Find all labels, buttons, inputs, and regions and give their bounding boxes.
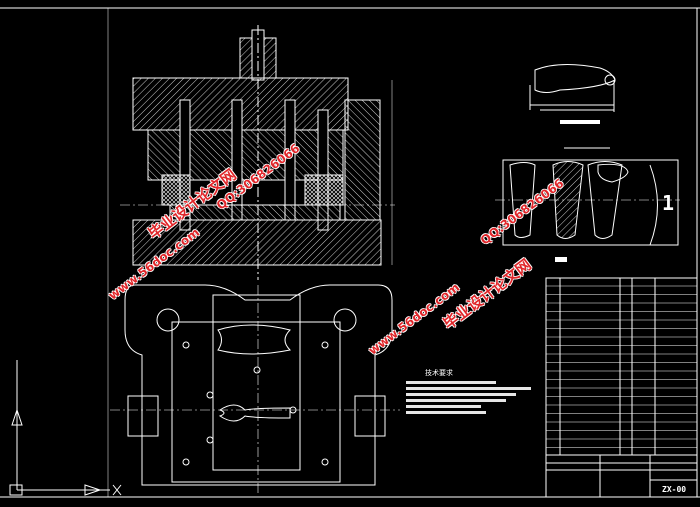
part-drawing	[529, 63, 616, 124]
tech-requirements: 技术要求	[406, 368, 531, 414]
drawing-number: ZX-00	[662, 485, 686, 494]
ucs-icon	[9, 360, 122, 496]
bom-rows	[546, 285, 697, 448]
strip-scale-mark: 1	[662, 191, 674, 215]
tech-requirements-title: 技术要求	[425, 368, 453, 377]
plan-view	[110, 284, 400, 495]
bom-title-block	[545, 277, 698, 498]
section-view	[120, 25, 395, 280]
strip-layout	[495, 147, 680, 262]
